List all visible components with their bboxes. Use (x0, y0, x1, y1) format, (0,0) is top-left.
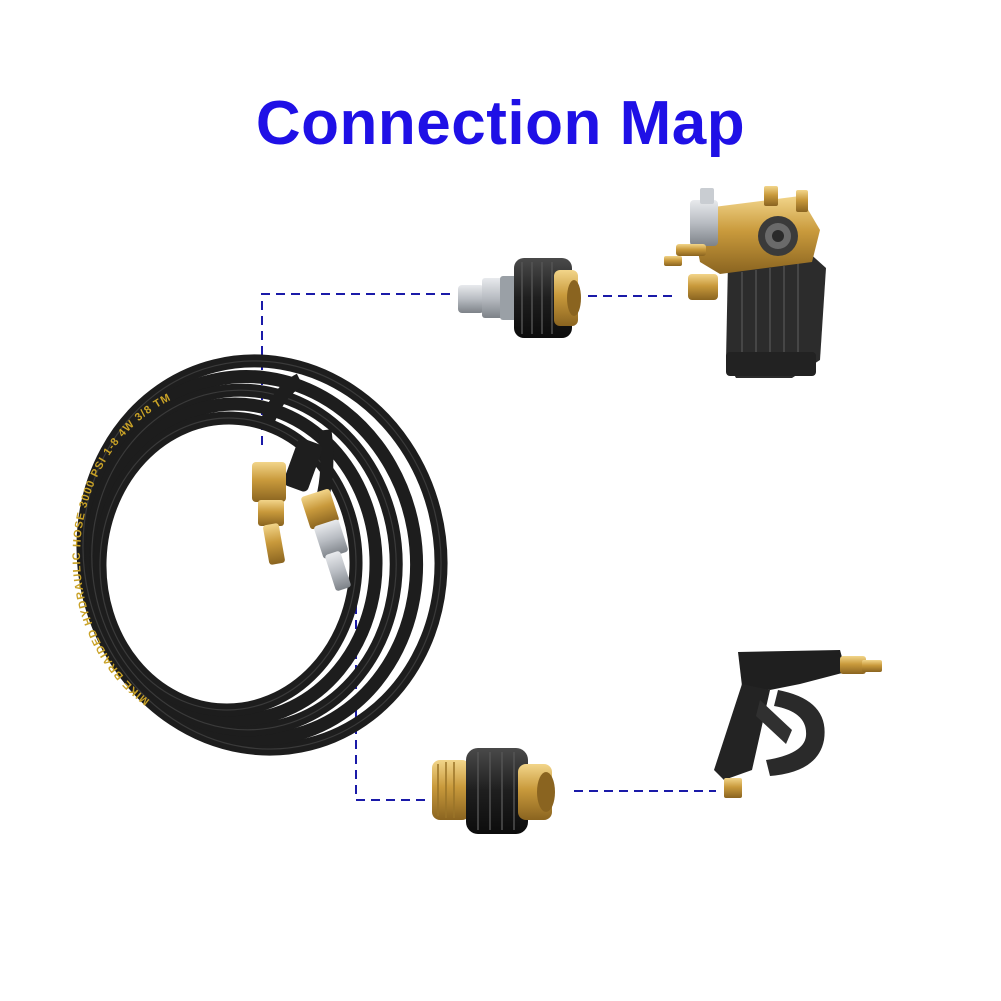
connector-hose-to-bottom-adapter (355, 590, 428, 801)
coiled-hose-icon: MIKE BRAIDED HYDRAULIC HOSE 3000 PSI 1-8… (71, 354, 448, 756)
spray-gun-icon (714, 650, 882, 798)
diagram-title: Connection Map (255, 89, 746, 158)
m22-to-quick-plug-adapter-icon (458, 258, 581, 338)
pressure-washer-pump-icon (664, 186, 826, 378)
m22-to-quick-coupler-adapter-icon (432, 748, 555, 834)
hose-end-fittings (252, 373, 351, 591)
